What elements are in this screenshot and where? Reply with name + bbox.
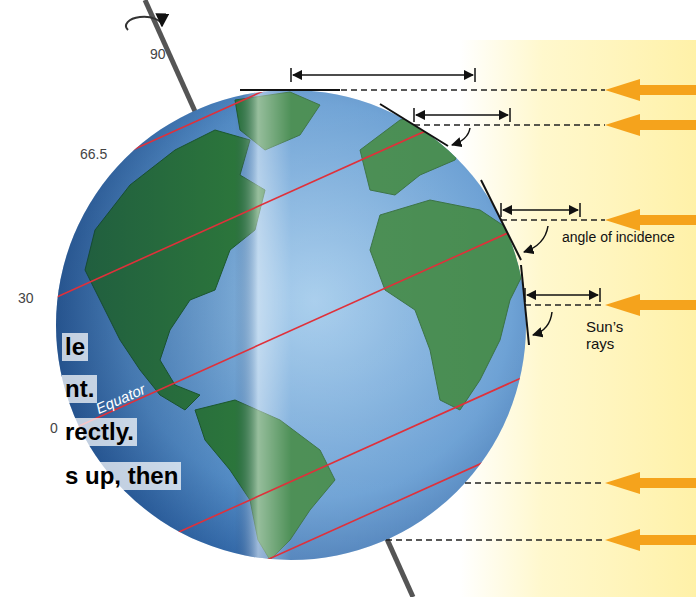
slide-text: nt.: [62, 375, 97, 403]
latitude-label: 66.5: [80, 146, 107, 162]
rays-label: Sun’s rays: [586, 318, 636, 353]
slide-text: rectly.: [62, 418, 137, 446]
latitude-label: 30: [18, 290, 34, 306]
latitude-label: 0: [50, 420, 58, 436]
slide-text: s up, then: [62, 462, 181, 490]
axis-label: 90: [150, 46, 166, 62]
slide-text: le: [62, 333, 88, 361]
angle-label: angle of incidence: [562, 229, 675, 245]
